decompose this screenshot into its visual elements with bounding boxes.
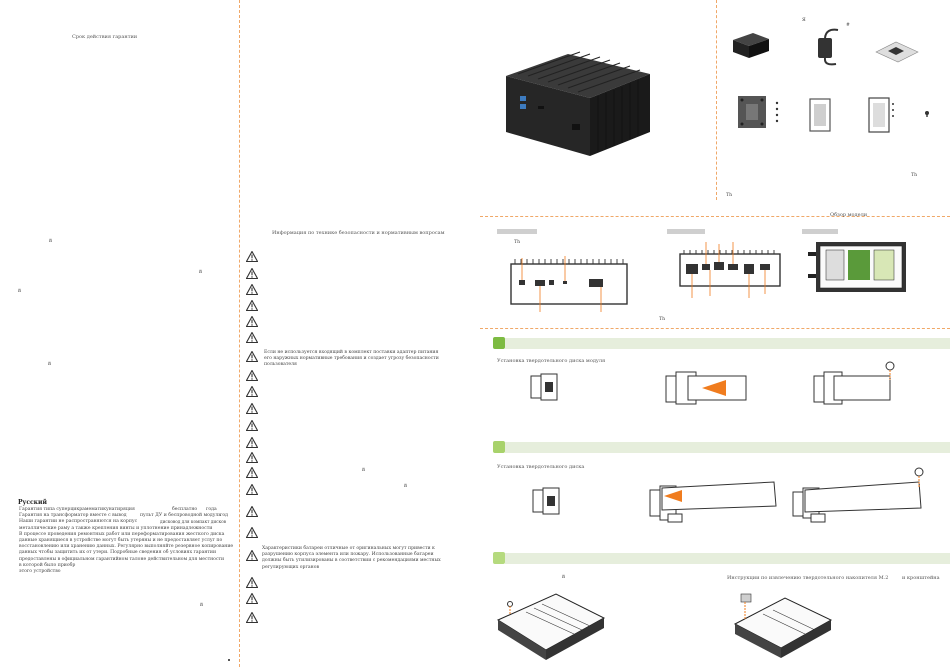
warning-triangle-icon (246, 437, 258, 448)
accessory-wall-bracket (867, 94, 897, 136)
warning-triangle-icon (246, 386, 258, 397)
warning-triangle-icon (246, 452, 258, 463)
column-divider-right (716, 0, 717, 200)
warning-triangle-icon (246, 527, 258, 538)
accessory-manual (874, 38, 920, 64)
rear-view-diagram (676, 240, 784, 304)
internal-view-diagram (806, 238, 910, 296)
warranty-line: предоставлены в официальном гарантийном … (19, 556, 225, 562)
section-divider-overview (480, 216, 950, 217)
product-hero-image (498, 36, 658, 158)
warning-triangle-icon (246, 351, 258, 362)
warranty-line: Гарантия типа суперцикрамематикунатиряци… (19, 507, 135, 512)
accessory-mounting-plate (807, 96, 837, 134)
warning-triangle-icon (246, 550, 258, 561)
step1-illustration-a (529, 372, 569, 408)
column-divider-left (239, 0, 240, 667)
warranty-line: этого устройство (19, 569, 61, 575)
safety-title: Информация по технике безопасности и нор… (272, 230, 445, 236)
accessory-vesa-bracket (736, 92, 770, 132)
step-marker-3 (493, 552, 505, 564)
warning-triangle-icon (246, 268, 258, 279)
warranty-inline-word: пульт ДУ и беспроводной модуль (140, 513, 221, 518)
step-marker-2 (493, 441, 505, 453)
overview-title: Обзор модели (830, 212, 868, 218)
accessory-box-pc (731, 30, 771, 60)
warning-triangle-icon (246, 403, 258, 414)
step-marker-1 (493, 337, 505, 349)
step3-caption-tail: и кронштейна (902, 575, 940, 581)
front-view-diagram (505, 250, 633, 316)
warranty-inline-word: года (206, 507, 217, 512)
step2-caption: Установка твердотельного диска (497, 464, 585, 470)
warranty-line: металлические раму а также крепления вин… (19, 525, 213, 531)
step1-illustration-b (664, 370, 754, 410)
step3-illustration-a (496, 590, 606, 662)
step3-caption: Инструкции по извлечению твердотельного … (727, 575, 889, 581)
warranty-line: восстановлению или хранению данных. Регу… (19, 544, 234, 550)
warning-triangle-icon (246, 577, 258, 588)
warning-triangle-icon (246, 332, 258, 343)
step2-illustration-a (531, 486, 571, 522)
accessory-screw-single (924, 110, 930, 118)
warning-triangle-icon (246, 506, 258, 517)
step1-caption: Установка твердотельного диска модуля (497, 358, 606, 364)
accessory-screws (774, 100, 780, 128)
warranty-line: Наши гарантии не распространяются на кор… (19, 519, 138, 525)
warranty-line: данные хранящиеся в устройстве могут быт… (19, 538, 223, 544)
accessory-power-adapter (812, 26, 846, 68)
warranty-title: Срок действия гарантии (72, 34, 138, 40)
warning-triangle-icon (246, 467, 258, 478)
warranty-line: В процессе проведения ремонтных работ ил… (19, 531, 225, 537)
warning-triangle-icon (246, 300, 258, 311)
warranty-inline-word: бесплатно (172, 507, 198, 512)
warning-triangle-icon (246, 251, 258, 262)
warning-triangle-icon (246, 420, 258, 431)
warranty-inline-word: год (220, 513, 229, 518)
warranty-line: в которой было приобр (19, 562, 76, 568)
warning-triangle-icon (246, 316, 258, 327)
battery-paragraph: Характеристики батареи отличные от ориги… (262, 546, 441, 570)
step3-illustration-b (733, 590, 833, 662)
warning-triangle-icon (246, 612, 258, 623)
warranty-inline-word: дисковод для компакт дисков (160, 519, 227, 524)
section-divider-steps (480, 328, 950, 329)
step2-illustration-b (648, 480, 780, 528)
warranty-line: данных чтобы защитить их от утери. Подро… (19, 550, 217, 556)
warranty-body: Гарантия типа суперцикрамематикунатиряци… (19, 507, 234, 575)
warning-triangle-icon (246, 370, 258, 381)
warning-triangle-icon (246, 593, 258, 604)
warranty-line: Гарантия на трансформатор вместе с вывод (19, 513, 127, 519)
warning-triangle-icon (246, 484, 258, 495)
step2-illustration-c (791, 466, 929, 530)
step1-illustration-c (812, 360, 898, 410)
safety-paragraph: Если не используется входящий в комплект… (264, 350, 439, 368)
warning-triangle-icon (246, 284, 258, 295)
section-heading-russian: Русский (18, 499, 47, 506)
